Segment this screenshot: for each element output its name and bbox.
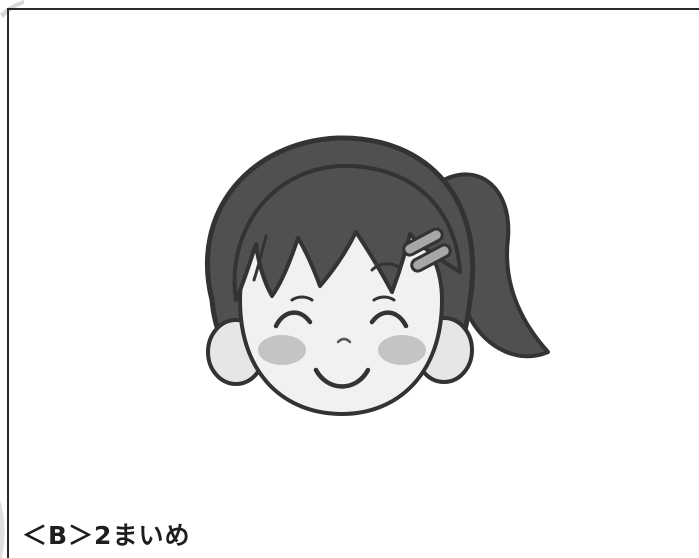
page-caption: ＜B＞2まいめ (22, 521, 191, 550)
right-cheek (378, 335, 426, 365)
right-eyebrow (372, 295, 396, 302)
hairclip-icon (402, 227, 452, 273)
left-eye (273, 310, 313, 329)
hair-strand-right (370, 262, 402, 272)
left-cheek (258, 335, 306, 365)
edge-cut-mark (0, 500, 5, 558)
right-eye (369, 310, 409, 329)
smile-mouth (313, 367, 371, 389)
picture-frame (7, 8, 699, 558)
left-eyebrow (290, 295, 314, 302)
nose (336, 337, 352, 344)
hair-bangs (232, 163, 462, 302)
hair-strand-left (252, 234, 268, 282)
